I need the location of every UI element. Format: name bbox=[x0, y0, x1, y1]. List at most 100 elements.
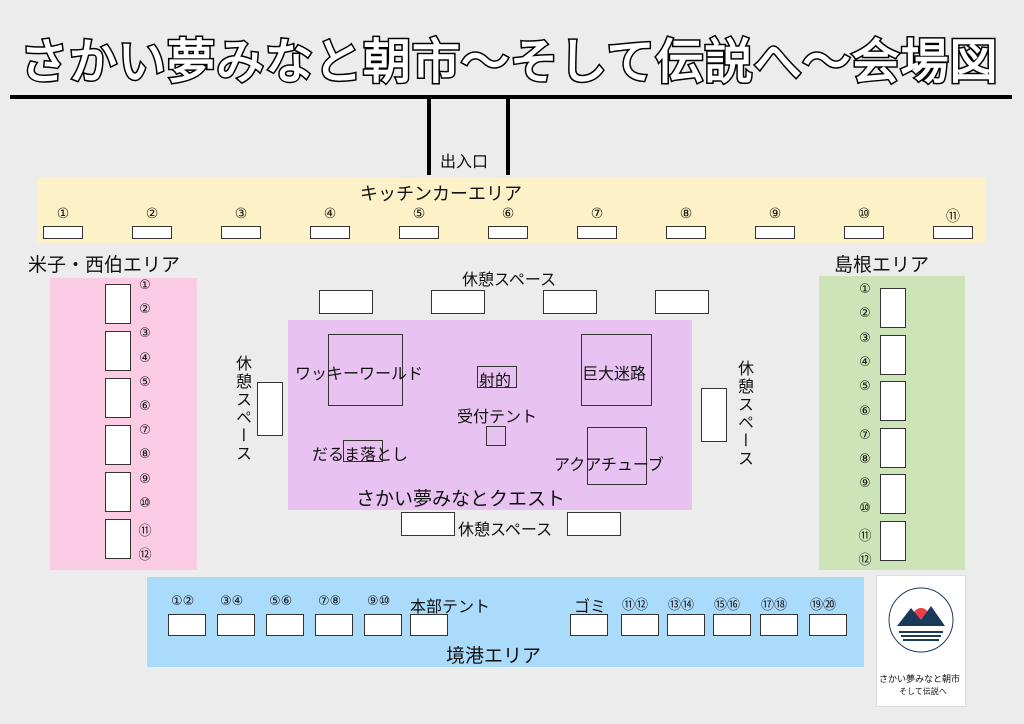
shimane-slot-number: ⑨ bbox=[859, 476, 871, 492]
yonago-slot-number: ⑧ bbox=[139, 447, 151, 463]
sakai-stall bbox=[168, 614, 206, 636]
logo-sub: そして伝説へ bbox=[899, 687, 947, 696]
wacky-world-label: ワッキーワールド bbox=[295, 364, 424, 383]
kitchen-car-stall bbox=[755, 226, 795, 239]
yonago-slot-number: ② bbox=[139, 302, 151, 318]
kitchen-slot-number: ⑪ bbox=[946, 209, 960, 225]
shooting-booth bbox=[477, 366, 517, 388]
kitchen-car-stall bbox=[132, 226, 172, 239]
kitchen-car-stall bbox=[43, 226, 83, 239]
kitchen-car-stall bbox=[221, 226, 261, 239]
shimane-slot-number: ⑤ bbox=[859, 379, 871, 395]
reception-label: 受付テント bbox=[457, 407, 538, 426]
sakai-stall bbox=[667, 614, 705, 636]
shimane-area-label: 島根エリア bbox=[834, 254, 930, 276]
yonago-stall bbox=[105, 519, 131, 559]
shimane-slot-number: ⑪ bbox=[858, 529, 872, 544]
logo-emblem-icon bbox=[888, 587, 954, 653]
shimane-stall bbox=[880, 288, 906, 328]
aqua-tube-booth bbox=[587, 427, 647, 485]
sakai-slot-number: ⑪⑫ bbox=[622, 598, 649, 613]
maze-booth bbox=[581, 334, 652, 406]
shimane-slot-number: ① bbox=[859, 282, 871, 297]
rest-bench bbox=[319, 290, 373, 314]
yonago-slot-number: ① bbox=[139, 278, 151, 293]
sakai-slot-number: ①② bbox=[171, 594, 195, 609]
kitchen-slot-number: ④ bbox=[323, 206, 337, 222]
rest-bench bbox=[567, 512, 621, 536]
logo-name: さかい夢みなと朝市 bbox=[879, 675, 961, 685]
daruma-booth bbox=[343, 440, 383, 462]
yonago-slot-number: ⑪ bbox=[138, 524, 152, 539]
rest-space-right-label: 休憩スペース bbox=[735, 360, 754, 468]
yonago-slot-number: ⑩ bbox=[139, 495, 151, 511]
aqua-tube-label: アクアチューブ bbox=[554, 455, 664, 474]
shimane-slot-number: ⑩ bbox=[859, 500, 871, 516]
yonago-slot-number: ⑨ bbox=[139, 471, 151, 487]
sakai-slot-number: ③④ bbox=[220, 594, 244, 609]
kitchen-car-stall bbox=[310, 226, 350, 239]
sakai-stall bbox=[713, 614, 751, 636]
sakai-slot-number: ⑤⑥ bbox=[269, 594, 293, 609]
entrance-wall-right bbox=[506, 95, 510, 175]
shimane-stall bbox=[880, 474, 906, 514]
yonago-stall bbox=[105, 331, 131, 371]
kitchen-car-stall bbox=[666, 226, 706, 239]
sakai-stall bbox=[621, 614, 659, 636]
kitchen-slot-number: ⑤ bbox=[412, 206, 426, 222]
entrance-wall-left bbox=[427, 95, 431, 175]
yonago-stall bbox=[105, 378, 131, 418]
yonago-stall bbox=[105, 472, 131, 512]
shimane-slot-number: ④ bbox=[859, 354, 871, 370]
kitchen-slot-number: ⑥ bbox=[501, 206, 515, 222]
rest-bench bbox=[257, 382, 283, 436]
wall-line bbox=[10, 95, 1012, 99]
sakai-stall bbox=[364, 614, 402, 636]
sakai-stall bbox=[217, 614, 255, 636]
kitchen-car-stall bbox=[933, 226, 973, 239]
sakai-slot-number: ⑰⑱ bbox=[761, 598, 788, 613]
rest-bench bbox=[543, 290, 597, 314]
kitchen-car-stall bbox=[488, 226, 528, 239]
maze-label: 巨大迷路 bbox=[582, 364, 647, 383]
sakai-slot-number: ⑦⑧ bbox=[318, 594, 342, 609]
kitchen-car-stall bbox=[844, 226, 884, 239]
yonago-slot-number: ④ bbox=[139, 350, 151, 366]
sakai-slot-number: ⑮⑯ bbox=[714, 598, 741, 613]
trash-box bbox=[570, 614, 608, 636]
shimane-stall bbox=[880, 381, 906, 421]
trash-label: ゴミ bbox=[574, 597, 607, 616]
rest-bench bbox=[401, 512, 455, 536]
yonago-slot-number: ⑫ bbox=[138, 548, 152, 564]
entrance-label: 出入口 bbox=[440, 152, 489, 171]
sakai-stall bbox=[315, 614, 353, 636]
shooting-label: 射的 bbox=[479, 371, 512, 390]
shimane-slot-number: ⑥ bbox=[859, 403, 871, 419]
shimane-stall bbox=[880, 334, 906, 375]
yonago-slot-number: ⑦ bbox=[139, 423, 151, 439]
kitchen-slot-number: ⑧ bbox=[679, 206, 693, 222]
page-title: さかい夢みなと朝市〜そして伝説へ〜会場図 bbox=[19, 33, 1000, 92]
kitchen-slot-number: ② bbox=[145, 206, 159, 222]
kitchen-slot-number: ⑩ bbox=[857, 206, 871, 222]
yonago-area-label: 米子・西伯エリア bbox=[28, 254, 181, 276]
quest-area bbox=[288, 320, 692, 510]
kitchen-car-stall bbox=[577, 226, 617, 239]
kitchen-area-label: キッチンカーエリア bbox=[360, 184, 522, 205]
yonago-slot-number: ③ bbox=[139, 326, 151, 342]
wacky-world-booth bbox=[328, 334, 403, 406]
kitchen-slot-number: ③ bbox=[234, 206, 248, 222]
kitchen-slot-number: ① bbox=[56, 206, 70, 222]
kitchen-car-stall bbox=[399, 226, 439, 239]
daruma-label: だるま落とし bbox=[312, 445, 409, 464]
rest-space-top-label: 休憩スペース bbox=[462, 270, 557, 289]
shimane-slot-number: ② bbox=[859, 306, 871, 322]
hq-tent-label: 本部テント bbox=[410, 597, 491, 616]
sakai-stall bbox=[809, 614, 847, 636]
yonago-slot-number: ⑥ bbox=[139, 399, 151, 414]
sakai-stall bbox=[760, 614, 798, 636]
sakai-slot-number: ⑲⑳ bbox=[810, 598, 837, 613]
sakai-slot-number: ⑨⑩ bbox=[367, 594, 391, 609]
kitchen-slot-number: ⑨ bbox=[768, 206, 782, 222]
hq-tent bbox=[410, 614, 448, 636]
